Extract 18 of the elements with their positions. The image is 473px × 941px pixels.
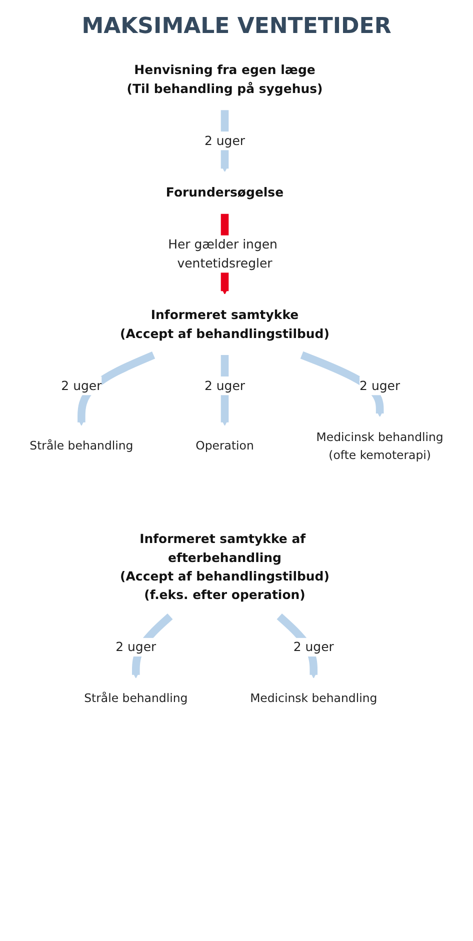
node-text: Stråle behandling <box>84 691 188 706</box>
node-text: Forundersøgelse <box>166 184 284 200</box>
edge-label: 2 uger <box>61 378 102 393</box>
node-text: Informeret samtykke (Accept af behandlingstilbud) <box>120 307 330 341</box>
node-text: Henvisning fra egen læge (Til behandling på sygehus) <box>126 62 323 96</box>
edge-label: 2 uger <box>116 639 156 654</box>
edge-label: 2 uger <box>360 378 400 393</box>
arrow <box>78 351 156 426</box>
node-text: Stråle behandling <box>30 438 134 453</box>
node-text: Informeret samtykke af efterbehandling (Accept af behandlingstilbud) (f.eks. efter operation) <box>120 531 330 602</box>
node-text: Medicinsk behandling <box>250 691 378 706</box>
edge-label: 2 uger <box>204 133 246 148</box>
node-text: Medicinsk behandling (ofte kemoterapi) <box>316 430 444 462</box>
edge-label: 2 uger <box>293 639 334 654</box>
edge-label: Her gælder ingen ventetidsregler <box>168 236 278 270</box>
edge-label: 2 uger <box>204 378 246 393</box>
diagram-title: MAKSIMALE VENTETIDER <box>82 14 392 39</box>
node-text: Operation <box>196 438 254 453</box>
